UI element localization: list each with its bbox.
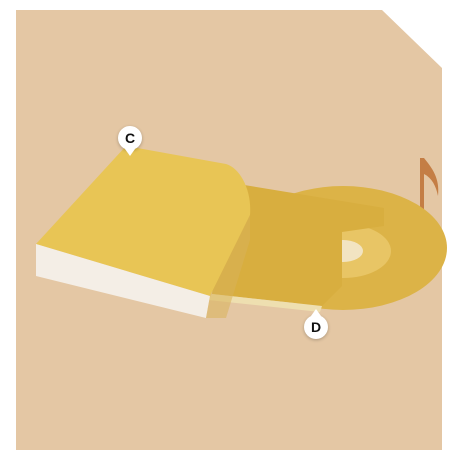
marker-c: C [118,126,142,150]
marker-d: D [304,315,328,339]
marker-d-label: D [311,319,321,335]
marker-c-label: C [125,130,135,146]
